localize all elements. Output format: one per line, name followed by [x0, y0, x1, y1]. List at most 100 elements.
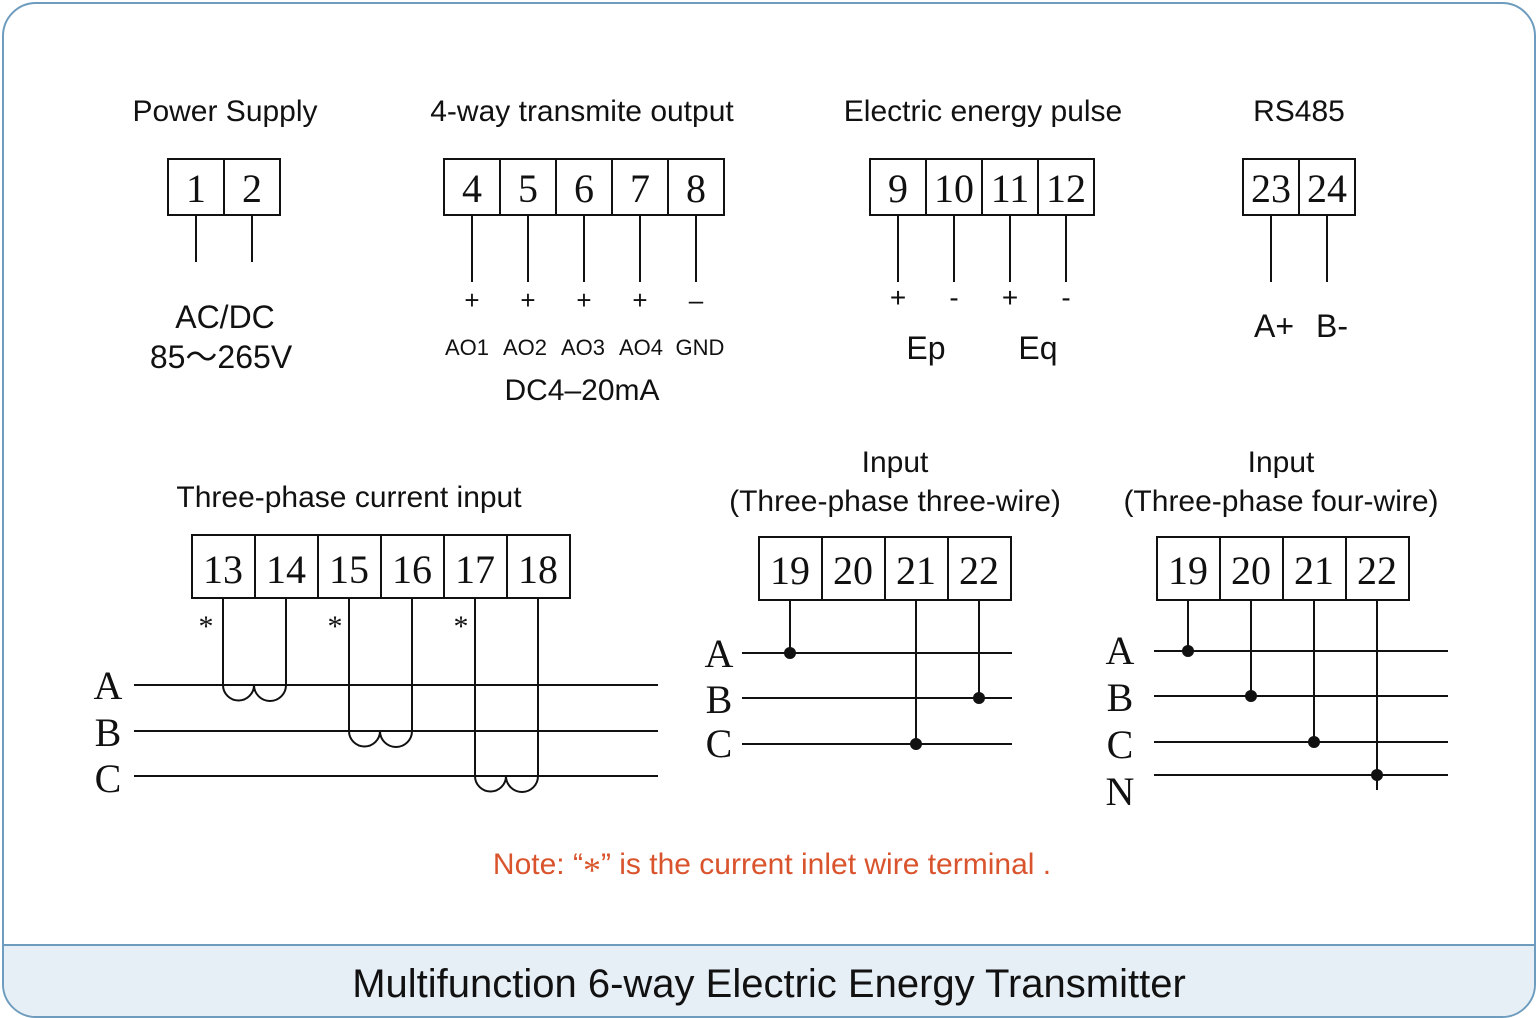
energy-pulse-section: Electric energy pulse 9 10 11 12 + - + -…: [844, 95, 1122, 366]
current-phase-b-label: B: [95, 710, 122, 755]
four-wire-terminal-20-box: [1219, 536, 1284, 601]
footer-title: Multifunction 6-way Electric Energy Tran…: [352, 962, 1186, 1006]
four-wire-title-line1: Input: [1248, 446, 1315, 479]
terminal-17-label: 17: [455, 547, 495, 592]
ct-coil-a: [222, 598, 287, 702]
terminal-17-box: [443, 534, 508, 599]
terminal-13-box: [191, 534, 256, 599]
terminal-2-label: 2: [242, 166, 262, 211]
three-wire-phase-a-label: A: [705, 631, 734, 676]
terminal-15-box: [317, 534, 382, 599]
power-supply-title: Power Supply: [132, 95, 317, 128]
ao4-label: AO4: [619, 335, 663, 360]
four-wire-terminal-22-label: 22: [1357, 548, 1397, 593]
note-suffix: ” is the current inlet wire terminal .: [601, 848, 1051, 881]
terminal-1-box: [167, 158, 225, 216]
four-wire-phase-a-label: A: [1106, 628, 1135, 673]
terminal-11-label: 11: [991, 166, 1030, 211]
three-wire-phase-c-label: C: [706, 721, 733, 766]
four-wire-terminal-19-label: 19: [1168, 548, 1208, 593]
terminal-4-label: 4: [462, 166, 482, 211]
ao3-polarity: +: [576, 285, 591, 315]
terminal-6-label: 6: [574, 166, 594, 211]
terminal-18-label: 18: [518, 547, 558, 592]
ep-plus: +: [890, 282, 906, 313]
terminal-12-box: [1037, 158, 1095, 216]
terminal-7-label: 7: [630, 166, 650, 211]
note-symbol: *: [583, 850, 601, 890]
three-wire-terminal-22-label: 22: [959, 548, 999, 593]
four-wire-terminal-21-box: [1282, 536, 1347, 601]
ao2-polarity: +: [520, 285, 535, 315]
four-wire-terminal-21-label: 21: [1294, 548, 1334, 593]
rs485-title: RS485: [1253, 95, 1345, 128]
terminal-24-label: 24: [1307, 166, 1347, 211]
ao3-label: AO3: [561, 335, 605, 360]
terminal-13-label: 13: [203, 547, 243, 592]
three-wire-junction-b: [973, 692, 985, 704]
three-wire-terminal-20-label: 20: [833, 548, 873, 593]
three-wire-phase-b-label: B: [706, 677, 733, 722]
wiring-diagram: Power Supply 1 2 AC/DC 85～265V 4-way tra…: [94, 95, 1448, 890]
four-wire-title-line2: (Three-phase four-wire): [1123, 485, 1438, 518]
power-supply-type: AC/DC: [175, 299, 275, 335]
inlet-note: Note: “*” is the current inlet wire term…: [493, 848, 1051, 890]
four-wire-terminal-22-box: [1345, 536, 1410, 601]
ao2-label: AO2: [503, 335, 547, 360]
four-wire-terminal-20-label: 20: [1231, 548, 1271, 593]
current-input-title: Three-phase current input: [176, 481, 522, 514]
ct-coil-c: [474, 598, 539, 793]
input-three-wire-section: Input (Three-phase three-wire) 19 20 21 …: [705, 446, 1061, 766]
terminal-10-label: 10: [934, 166, 974, 211]
gnd-polarity: –: [689, 285, 704, 315]
terminal-7-box: [611, 158, 669, 216]
rs485-section: RS485 23 24 A+ B-: [1242, 95, 1356, 344]
power-supply-voltage: 85～265V: [150, 339, 293, 375]
three-wire-junction-a: [784, 647, 796, 659]
rs485-b-label: B-: [1316, 308, 1348, 344]
terminal-1-label: 1: [186, 166, 206, 211]
terminal-12-label: 12: [1046, 166, 1086, 211]
terminal-5-label: 5: [518, 166, 538, 211]
terminal-8-box: [667, 158, 725, 216]
current-phase-c-label: C: [95, 756, 122, 801]
three-wire-terminal-22-box: [947, 536, 1012, 601]
terminal-18-box: [506, 534, 571, 599]
four-wire-phase-c-label: C: [1107, 722, 1134, 767]
ao1-polarity: +: [464, 285, 479, 315]
terminal-16-box: [380, 534, 445, 599]
ct-coil-b: [348, 598, 413, 748]
four-wire-junction-n: [1371, 769, 1383, 781]
terminal-14-label: 14: [266, 547, 306, 592]
terminal-5-box: [499, 158, 557, 216]
four-wire-junction-a: [1182, 645, 1194, 657]
inlet-mark-17: *: [454, 610, 469, 643]
transmit-output-title: 4-way transmite output: [430, 95, 734, 128]
ao4-polarity: +: [632, 285, 647, 315]
rs485-a-label: A+: [1254, 308, 1294, 344]
three-wire-terminal-21-box: [884, 536, 949, 601]
eq-label: Eq: [1018, 330, 1057, 366]
four-wire-junction-b: [1245, 690, 1257, 702]
ep-label: Ep: [906, 330, 945, 366]
input-four-wire-section: Input (Three-phase four-wire) 19 20 21 2…: [1106, 446, 1448, 814]
terminal-23-box: [1242, 158, 1300, 216]
eq-plus: +: [1002, 282, 1018, 313]
terminal-15-label: 15: [329, 547, 369, 592]
three-wire-title-line1: Input: [862, 446, 929, 479]
transmit-output-section: 4-way transmite output 4 5 6 7 8 + + + +…: [430, 95, 734, 407]
three-wire-junction-c: [910, 738, 922, 750]
terminal-23-label: 23: [1251, 166, 1291, 211]
terminal-4-box: [443, 158, 501, 216]
energy-pulse-title: Electric energy pulse: [844, 95, 1122, 128]
terminal-8-label: 8: [686, 166, 706, 211]
gnd-label: GND: [676, 335, 725, 360]
terminal-16-label: 16: [392, 547, 432, 592]
ep-minus: -: [949, 282, 958, 313]
ao1-label: AO1: [445, 335, 489, 360]
three-wire-terminal-19-label: 19: [770, 548, 810, 593]
inlet-mark-15: *: [328, 610, 343, 643]
terminal-24-box: [1298, 158, 1356, 216]
output-range: DC4–20mA: [504, 374, 659, 407]
